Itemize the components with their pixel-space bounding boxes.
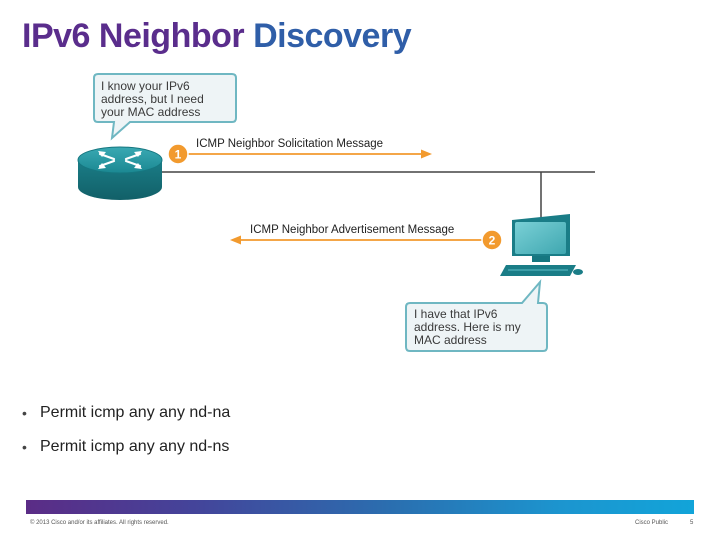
step-1-number: 1 xyxy=(175,148,182,162)
bullet-dot-icon: • xyxy=(22,439,27,455)
title-part-2: Discovery xyxy=(253,17,412,55)
step-2-badge xyxy=(481,229,503,251)
advertisement-message: 2 ICMP Neighbor Advertisement Message xyxy=(230,224,503,251)
router-icon xyxy=(77,146,163,200)
bullet-text-2: Permit icmp any any nd-ns xyxy=(40,438,230,455)
pc-bubble-line-1: I have that IPv6 xyxy=(414,307,498,321)
router-bubble-line-1: I know your IPv6 xyxy=(101,79,190,93)
router-bubble-line-2: address, but I need xyxy=(101,92,204,106)
footer-classification: Cisco Public xyxy=(635,520,669,526)
neighbor-discovery-diagram: I know your IPv6 address, but I need you… xyxy=(77,73,595,352)
advertisement-label: ICMP Neighbor Advertisement Message xyxy=(250,224,454,236)
step-2-number: 2 xyxy=(489,234,496,248)
bullet-dot-icon: • xyxy=(22,405,27,421)
router-speech-bubble: I know your IPv6 address, but I need you… xyxy=(93,73,237,141)
step-1-badge xyxy=(167,143,189,165)
solicitation-label: ICMP Neighbor Solicitation Message xyxy=(196,138,383,150)
bullet-item: • Permit icmp any any nd-na xyxy=(22,396,230,430)
pc-bubble-line-2: address. Here is my xyxy=(414,320,521,334)
footer-copyright: © 2013 Cisco and/or its affiliates. All … xyxy=(30,520,169,526)
slide-title: IPv6 Neighbor Discovery xyxy=(22,14,412,58)
footer-page-number: 5 xyxy=(690,520,694,526)
pc-speech-bubble: I have that IPv6 address. Here is my MAC… xyxy=(405,278,548,352)
router-bubble-line-3: your MAC address xyxy=(101,105,200,119)
bullet-item: • Permit icmp any any nd-ns xyxy=(22,430,230,464)
bullet-text-1: Permit icmp any any nd-na xyxy=(40,404,231,421)
acl-bullet-list: • Permit icmp any any nd-na • Permit icm… xyxy=(22,396,230,464)
pc-bubble-line-3: MAC address xyxy=(414,333,487,347)
solicitation-message: 1 ICMP Neighbor Solicitation Message xyxy=(167,138,432,165)
pc-icon xyxy=(500,214,583,276)
title-part-1: IPv6 Neighbor xyxy=(22,17,245,55)
footer-gradient-bar xyxy=(26,500,694,514)
